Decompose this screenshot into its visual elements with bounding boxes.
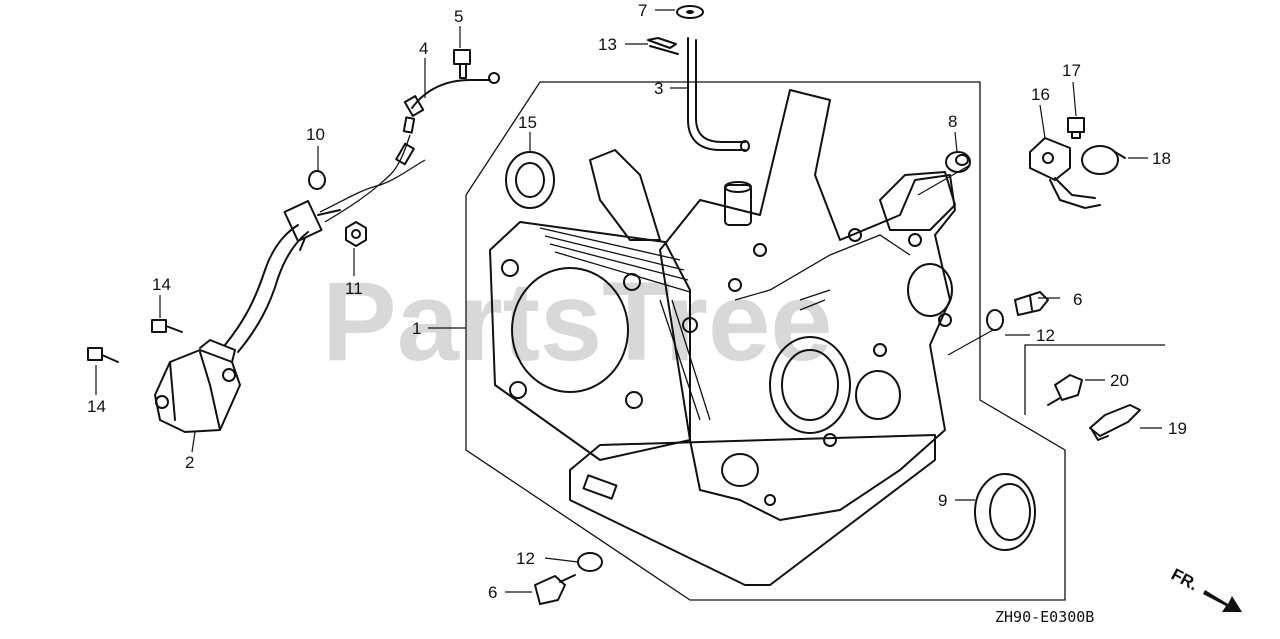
callout-10: 10	[306, 125, 325, 144]
nut-11[interactable]	[345, 221, 367, 247]
oil-seal-9[interactable]	[974, 473, 1036, 551]
flange-bolt-6-lower[interactable]	[534, 574, 576, 605]
flange-bolt-6-upper[interactable]	[1014, 291, 1049, 316]
callout-20: 20	[1110, 371, 1129, 390]
callout-8: 8	[948, 112, 957, 131]
bearing-15[interactable]	[505, 151, 555, 209]
washer-12-lower[interactable]	[577, 552, 603, 572]
callout-19: 19	[1168, 419, 1187, 438]
crankcase[interactable]	[465, 81, 1066, 601]
callout-9: 9	[938, 491, 947, 510]
washer-10[interactable]	[308, 170, 326, 190]
washer-7[interactable]	[676, 5, 704, 19]
grommet-8[interactable]	[945, 151, 971, 173]
watermark: PartsTree	[322, 259, 833, 384]
callout-11: 11	[345, 279, 363, 298]
front-direction-arrow: FR.	[1168, 565, 1242, 612]
callout-14-lower: 14	[87, 397, 106, 416]
bolt-5[interactable]	[453, 49, 471, 79]
callout-7: 7	[638, 1, 647, 20]
callout-2: 2	[185, 453, 194, 472]
ignition-coil[interactable]	[154, 339, 241, 433]
callouts: 1 2 3 4 5 6 6 7 8 9 10 11 12 12 13 14 14…	[87, 1, 1187, 602]
direction-label: FR.	[1168, 565, 1201, 595]
callout-13: 13	[598, 35, 617, 54]
bolt-14-upper[interactable]	[151, 319, 183, 333]
governor-rod-3[interactable]	[687, 37, 750, 152]
callout-12-lower: 12	[516, 549, 535, 568]
clamp-18[interactable]	[1081, 145, 1126, 175]
callout-16: 16	[1031, 85, 1050, 104]
coil-wire	[224, 224, 299, 346]
callout-15: 15	[518, 113, 537, 132]
callout-1: 1	[412, 319, 421, 338]
diagram-code: ZH90-E0300B	[995, 608, 1094, 626]
bolt-20[interactable]	[1047, 374, 1083, 406]
callout-12-upper: 12	[1036, 326, 1055, 345]
callout-18: 18	[1152, 149, 1171, 168]
callout-3: 3	[654, 79, 663, 98]
leader-lines	[95, 9, 1162, 593]
stop-switch-wire[interactable]	[403, 72, 500, 117]
screw-17[interactable]	[1067, 117, 1085, 139]
spark-plug-cap[interactable]	[283, 200, 341, 251]
callout-17: 17	[1062, 61, 1081, 80]
callout-6-upper: 6	[1073, 290, 1082, 309]
callout-6-lower: 6	[488, 583, 497, 602]
callout-14-upper: 14	[152, 275, 171, 294]
clip-13[interactable]	[647, 37, 679, 55]
bolt-14-lower[interactable]	[87, 347, 119, 363]
callout-5: 5	[454, 7, 463, 26]
callout-4: 4	[419, 39, 428, 58]
breather-valve-19[interactable]	[1089, 404, 1141, 441]
washer-12-upper[interactable]	[986, 309, 1004, 331]
